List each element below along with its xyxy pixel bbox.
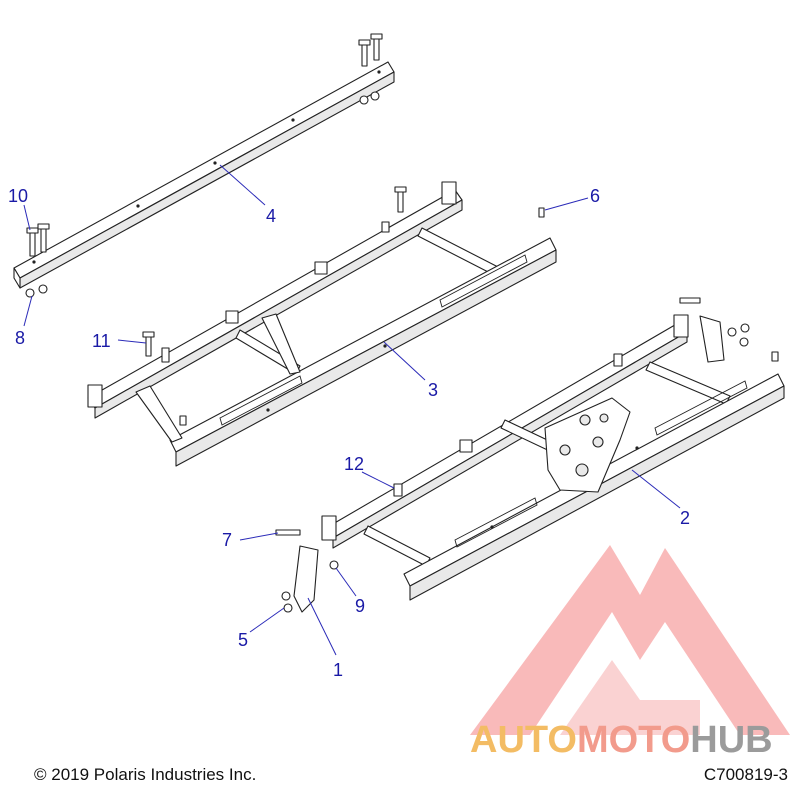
callout-1: 1 (333, 660, 343, 680)
watermark-text-auto: AUTO (470, 719, 577, 761)
callout-5: 5 (238, 630, 248, 650)
leader-lines (23, 164, 681, 656)
bolts-part-4 (25, 33, 383, 298)
part-3-rail-assembly (87, 181, 557, 467)
callout-2: 2 (680, 508, 690, 528)
callout-8: 8 (15, 328, 25, 348)
watermark-text-hub: HUB (690, 719, 772, 761)
callout-10: 10 (8, 186, 28, 206)
watermark-logo: AUTOMOTOHUB (470, 545, 790, 761)
part-2-rail-assembly (321, 314, 785, 601)
callout-12: 12 (344, 454, 364, 474)
part-1-bracket (275, 529, 339, 613)
bolts-part-3 (142, 186, 545, 426)
diagram-code: C700819-3 (703, 765, 788, 784)
svg-text:AUTOMOTOHUB: AUTOMOTOHUB (470, 719, 773, 761)
callout-11: 11 (92, 331, 111, 351)
callout-4: 4 (266, 206, 276, 226)
copyright-text: © 2019 Polaris Industries Inc. (34, 765, 257, 784)
callout-7: 7 (222, 530, 232, 550)
watermark-text-moto: MOTO (577, 719, 690, 761)
callout-9: 9 (355, 596, 365, 616)
watermark-triangle-icon (470, 545, 790, 735)
callouts: 1 2 3 4 5 6 7 8 9 10 11 12 (8, 186, 690, 680)
bolts-part-2 (393, 297, 779, 497)
part-4-rail (13, 61, 395, 289)
callout-6: 6 (590, 186, 600, 206)
callout-3: 3 (428, 380, 438, 400)
watermark-inner-icon (560, 660, 700, 735)
